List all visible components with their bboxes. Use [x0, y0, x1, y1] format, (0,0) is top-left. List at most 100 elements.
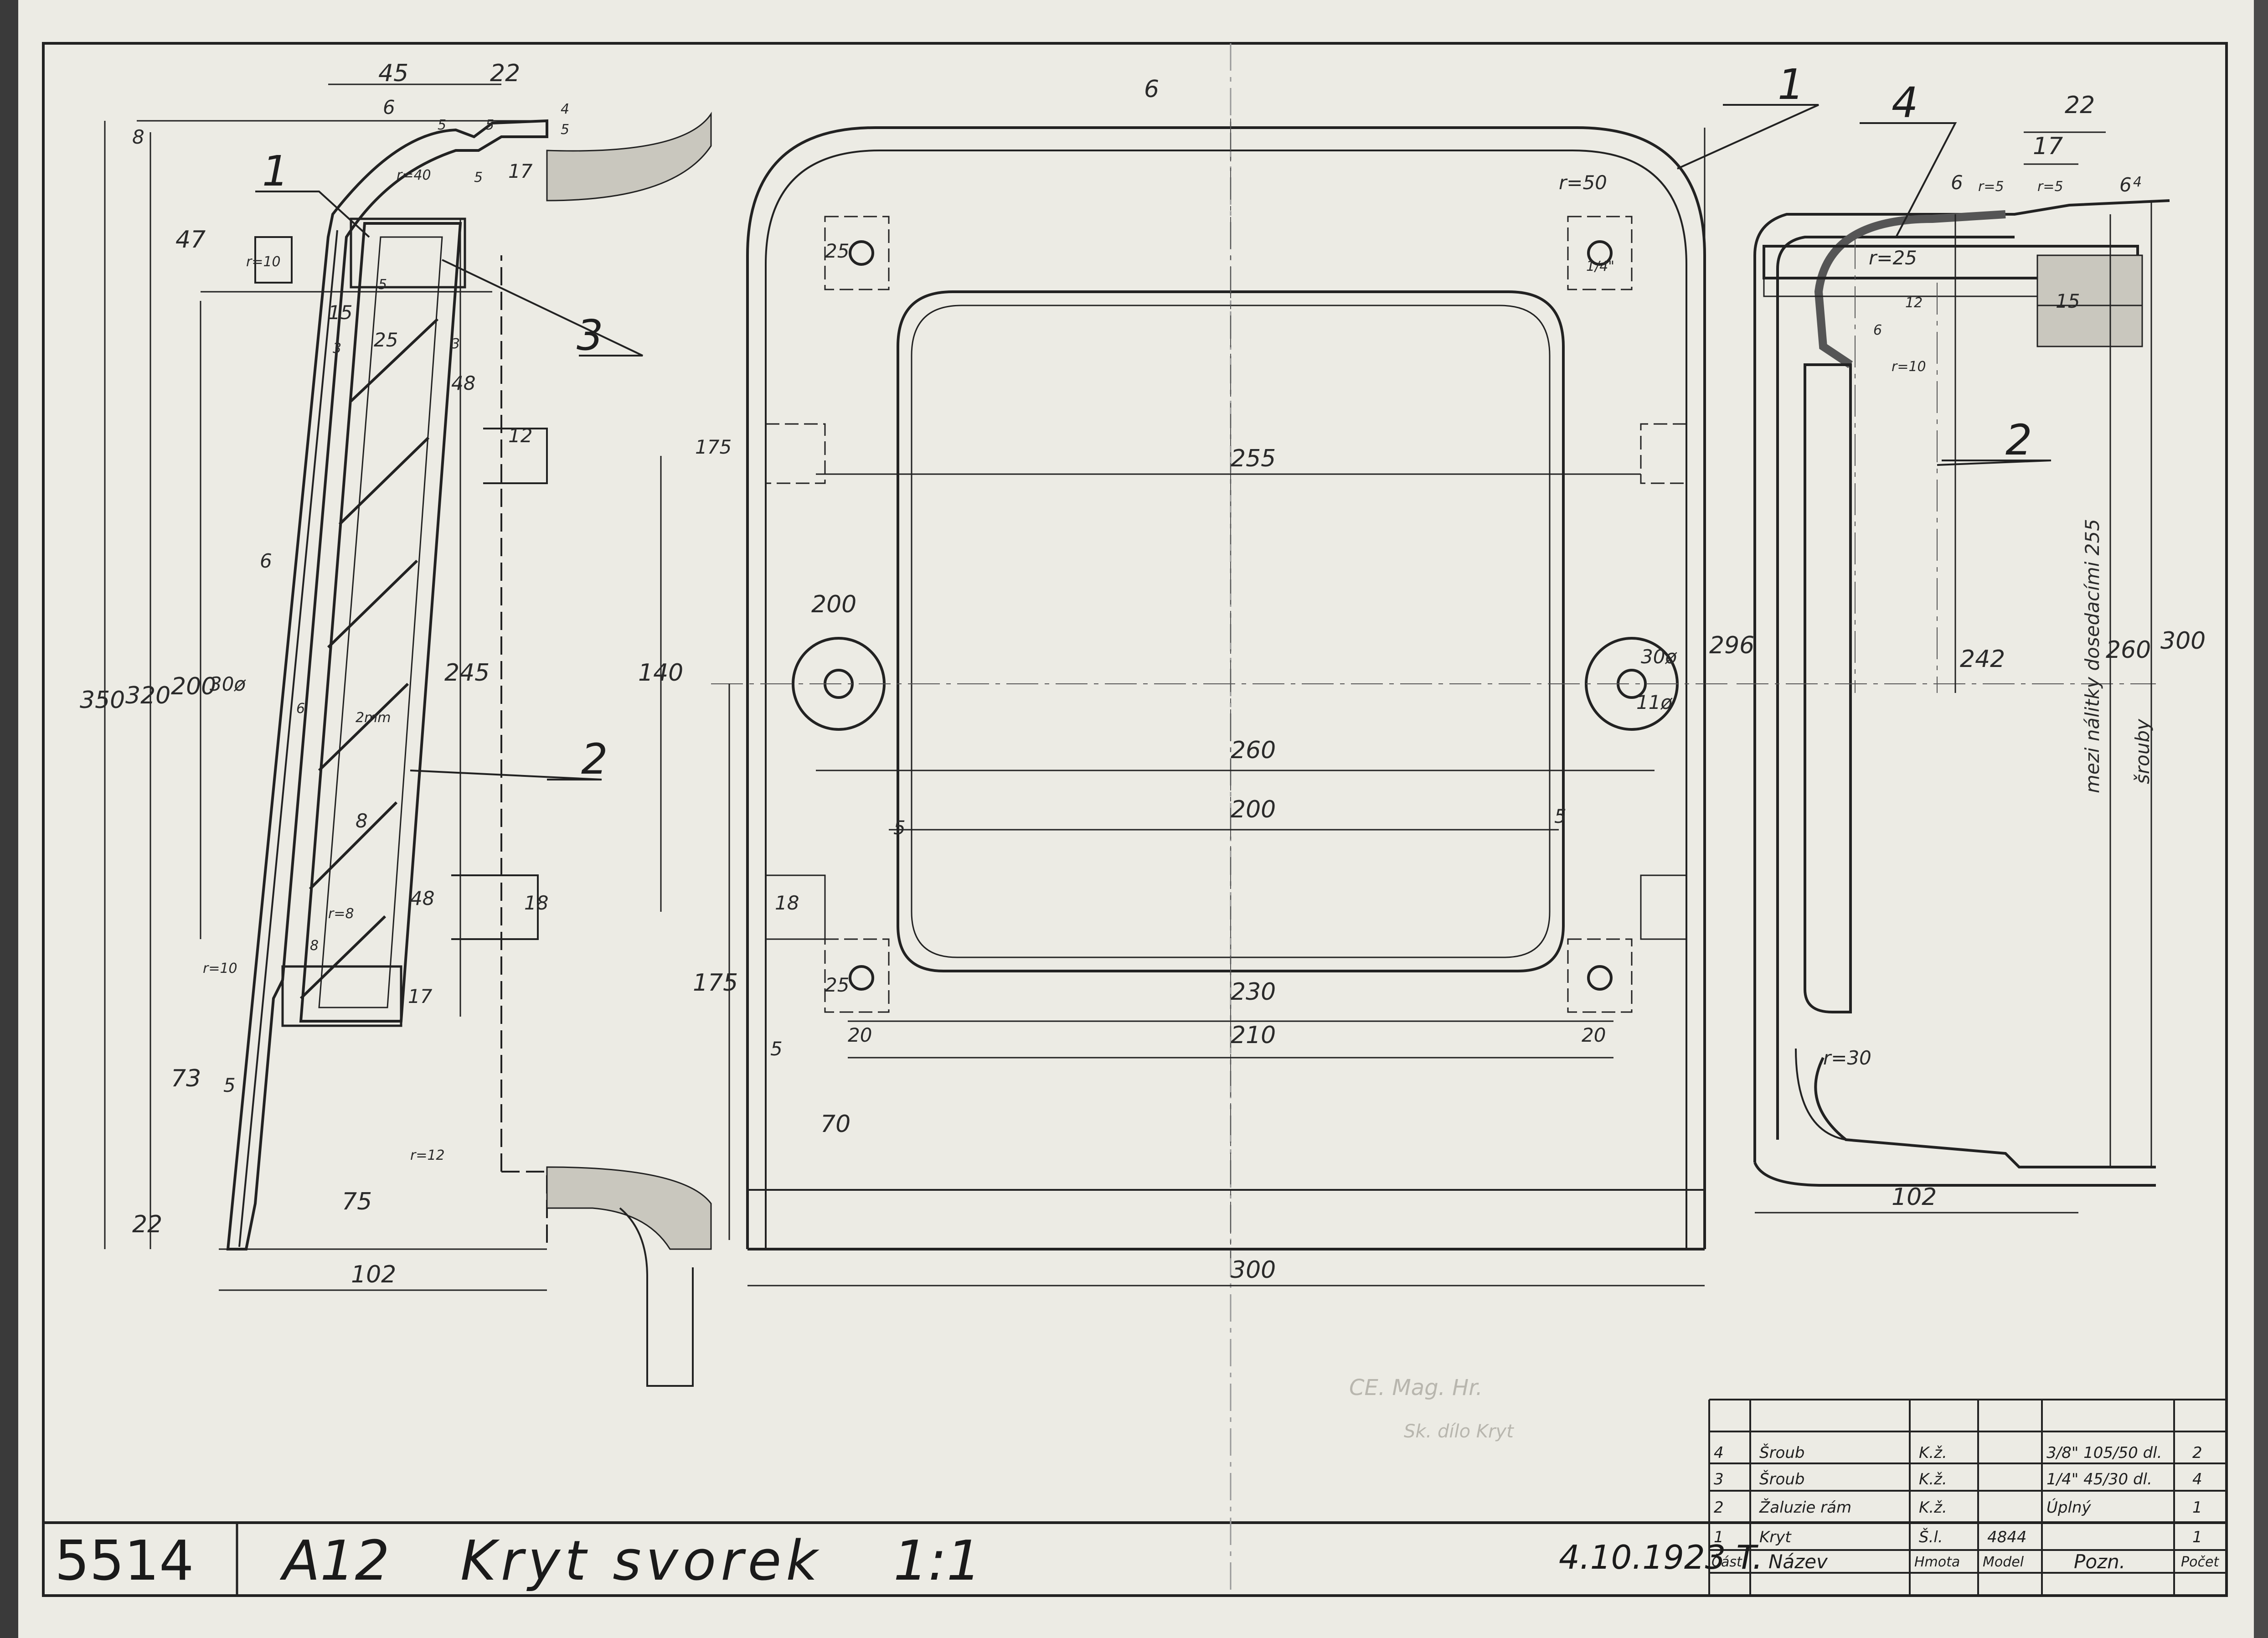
bom-row-4-qty: 2	[2192, 1444, 2202, 1462]
callout-2-left: 2	[581, 735, 608, 784]
dim-left-12: 12	[508, 424, 533, 447]
dim-left-r10-top: r=10	[246, 254, 281, 270]
dim-left-r12: r=12	[410, 1147, 445, 1163]
drawing-border	[42, 42, 2228, 1597]
dim-center-20b: 20	[1582, 1024, 1606, 1046]
left-section-view	[104, 83, 712, 1387]
callout-2-right: 2	[2005, 416, 2032, 465]
drawing-title: Kryt svorek	[460, 1529, 822, 1593]
dim-right-300: 300	[2160, 627, 2206, 655]
dim-right-r5a: r=5	[1978, 179, 2004, 195]
bom-header-material: Hmota	[1914, 1554, 1960, 1570]
dim-right-r25: r=25	[1869, 247, 1917, 269]
dim-right-12: 12	[1905, 295, 1923, 311]
dim-center-175a: 175	[695, 436, 732, 458]
bom-header-note: Pozn.	[2074, 1550, 2126, 1573]
callout-leaders	[255, 104, 2052, 780]
dim-right-srouby: šrouby	[2131, 719, 2154, 784]
dim-center-20a: 20	[848, 1024, 872, 1046]
dim-left-5a: 5	[438, 117, 447, 133]
dim-center-18: 18	[775, 892, 799, 914]
dim-left-3b: 3	[451, 336, 460, 352]
dim-center-255: 255	[1231, 445, 1276, 472]
dim-left-6c: 6	[296, 701, 305, 717]
title-block-lines	[1708, 1399, 2227, 1596]
bom-row-1-part: 1	[1714, 1528, 1724, 1546]
right-side-view	[1737, 131, 2170, 1214]
dim-left-48a: 48	[451, 372, 476, 394]
dim-left-320: 320	[125, 682, 171, 709]
dim-left-r10-bottom: r=10	[203, 961, 237, 977]
bom-row-4-note: 3/8" 105/50 dl.	[2046, 1444, 2162, 1462]
dim-right-6a: 6	[1951, 171, 1963, 194]
dim-left-18: 18	[524, 892, 549, 914]
dim-center-70: 70	[820, 1111, 851, 1138]
dim-right-15: 15	[2056, 290, 2080, 312]
bom-row-2-material: K.ž.	[1919, 1498, 1947, 1517]
dim-center-11dia: 11ø	[1636, 691, 1673, 713]
dim-center-200a: 200	[811, 591, 857, 618]
dim-left-r40: r=40	[397, 167, 431, 183]
bom-header-part: Část	[1711, 1554, 1742, 1570]
dim-left-15: 15	[328, 301, 353, 324]
dim-left-350: 350	[80, 687, 125, 714]
dim-center-r50: r=50	[1559, 171, 1607, 194]
callout-1-left: 1	[262, 147, 289, 196]
bom-header-name: Název	[1768, 1550, 1828, 1573]
dim-left-22: 22	[490, 60, 521, 87]
dim-right-r30: r=30	[1823, 1047, 1871, 1069]
dim-left-102: 102	[351, 1261, 397, 1288]
dim-left-5e: 5	[378, 277, 387, 293]
dim-center-5c: 5	[770, 1038, 783, 1060]
dim-left-8b: 8	[356, 810, 368, 832]
dim-left-6b: 6	[260, 550, 272, 572]
bom-row-3-note: 1/4" 45/30 dl.	[2046, 1470, 2152, 1488]
dim-right-102: 102	[1892, 1183, 1937, 1211]
drawing-date: 4.10.1923 T.	[1559, 1538, 1763, 1576]
dim-right-260: 260	[2106, 636, 2151, 664]
dim-center-140: 140	[638, 659, 684, 687]
dim-left-5f: 5	[223, 1074, 236, 1096]
bom-row-2-name: Žaluzie rám	[1759, 1498, 1852, 1517]
dim-left-r8: r=8	[328, 906, 354, 922]
dim-left-73: 73	[171, 1065, 201, 1092]
bom-header-qty: Počet	[2181, 1554, 2219, 1570]
bom-row-2-note: Úplný	[2046, 1498, 2091, 1517]
dim-center-296: 296	[1709, 632, 1755, 659]
callout-4-right: 4	[1892, 78, 1918, 127]
dim-left-4: 4	[561, 101, 570, 117]
bom-row-2-qty: 1	[2192, 1498, 2202, 1517]
dim-center-6: 6	[1144, 76, 1160, 103]
dim-left-8c: 8	[310, 938, 319, 954]
bom-row-4-name: Šroub	[1759, 1444, 1805, 1462]
dim-center-300: 300	[1231, 1256, 1276, 1284]
dim-center-30dia: 30ø	[1641, 646, 1677, 668]
dim-left-5d: 5	[474, 170, 483, 186]
bom-row-3-part: 3	[1714, 1470, 1724, 1488]
bom-row-1-material: Š.l.	[1919, 1528, 1943, 1546]
center-front-view	[660, 119, 1732, 1287]
bom-row-1-qty: 1	[2192, 1528, 2202, 1546]
dim-left-200: 200	[171, 673, 216, 700]
dim-left-47: 47	[175, 226, 206, 253]
dim-left-17: 17	[508, 160, 533, 182]
dim-left-45: 45	[378, 60, 409, 87]
callout-3-left: 3	[577, 311, 603, 360]
dim-center-230: 230	[1231, 978, 1276, 1006]
dim-right-note: mezi nálitky dosedacími 255	[2081, 519, 2103, 793]
dim-center-25b: 25	[825, 974, 850, 996]
bom-header-model: Model	[1983, 1554, 2024, 1570]
dim-center-5b: 5	[1554, 805, 1567, 827]
dim-center-210: 210	[1231, 1022, 1276, 1049]
dim-center-25a: 25	[825, 240, 850, 262]
dim-right-4: 4	[2133, 174, 2142, 190]
drawing-code: A12	[283, 1529, 390, 1593]
dim-left-5c: 5	[561, 122, 570, 138]
bom-row-1-name: Kryt	[1759, 1528, 1791, 1546]
dim-left-6: 6	[383, 96, 395, 119]
dim-left-8: 8	[132, 126, 144, 148]
stamp-line-2: Sk. dílo Kryt	[1404, 1421, 1514, 1442]
dim-left-25: 25	[374, 329, 398, 351]
bom-row-4-part: 4	[1714, 1444, 1724, 1462]
dim-right-22: 22	[2065, 92, 2095, 119]
